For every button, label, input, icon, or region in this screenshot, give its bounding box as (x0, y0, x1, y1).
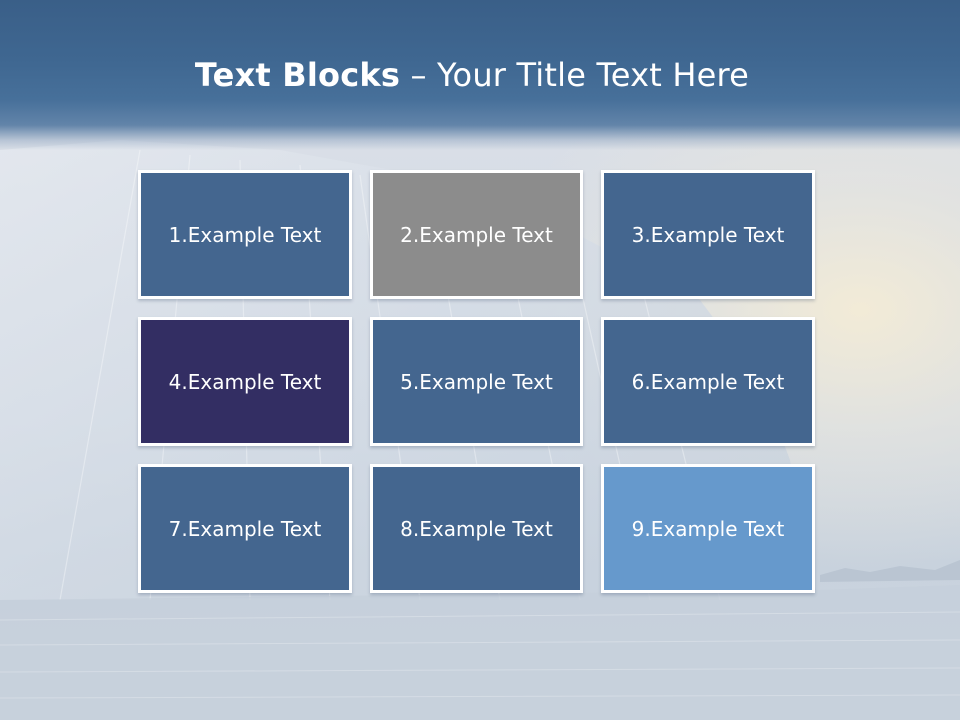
text-block-5[interactable]: 5.Example Text (370, 317, 583, 446)
text-block-7[interactable]: 7.Example Text (138, 464, 352, 593)
text-block-2[interactable]: 2.Example Text (370, 170, 583, 299)
text-block-3[interactable]: 3.Example Text (601, 170, 815, 299)
text-block-5-label: 5.Example Text (400, 369, 553, 394)
text-block-9[interactable]: 9.Example Text (601, 464, 815, 593)
title-band (0, 0, 960, 150)
title-rest-part: – Your Title Text Here (400, 56, 750, 94)
text-block-6[interactable]: 6.Example Text (601, 317, 815, 446)
text-block-7-label: 7.Example Text (168, 516, 322, 541)
text-block-8[interactable]: 8.Example Text (370, 464, 583, 593)
text-block-4[interactable]: 4.Example Text (138, 317, 352, 446)
text-block-8-label: 8.Example Text (400, 516, 553, 541)
text-block-3-label: 3.Example Text (631, 222, 785, 247)
slide-title[interactable]: Text Blocks – Your Title Text Here (0, 52, 944, 98)
text-block-1-label: 1.Example Text (168, 222, 322, 247)
text-block-1[interactable]: 1.Example Text (138, 170, 352, 299)
text-block-6-label: 6.Example Text (631, 369, 785, 394)
title-bold-part: Text Blocks (194, 56, 401, 94)
text-block-2-label: 2.Example Text (400, 222, 553, 247)
text-block-9-label: 9.Example Text (631, 516, 785, 541)
text-block-4-label: 4.Example Text (168, 369, 322, 394)
